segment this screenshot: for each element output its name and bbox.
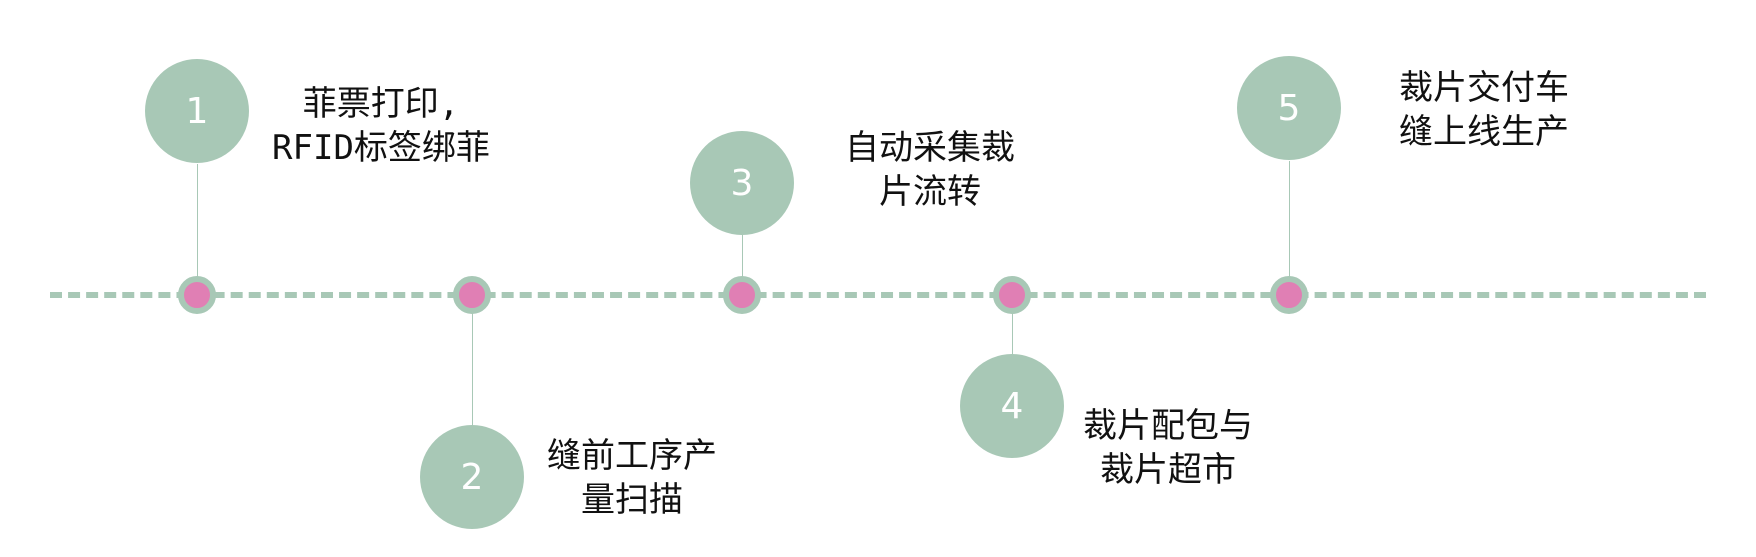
step-circle-4: 4 (960, 354, 1064, 458)
step-label-5-line-1: 裁片交付车 (1399, 68, 1569, 108)
step-label-2-line-1: 缝前工序产 (547, 436, 717, 476)
step-label-5-line-2: 缝上线生产 (1399, 112, 1569, 152)
step-circle-3: 3 (690, 131, 794, 235)
step-label-1-line-2: RFID标签绑菲 (272, 128, 490, 168)
step-circle-2: 2 (420, 425, 524, 529)
step-circle-1: 1 (145, 59, 249, 163)
step-label-3: 自动采集裁 片流转 (845, 126, 1015, 214)
step-label-4: 裁片配包与 裁片超市 (1083, 404, 1253, 492)
connector-5 (1289, 161, 1290, 292)
timeline-dot-1 (178, 276, 216, 314)
step-label-3-line-2: 片流转 (879, 172, 981, 212)
step-label-3-line-1: 自动采集裁 (845, 128, 1015, 168)
timeline-dot-3 (723, 276, 761, 314)
step-label-5: 裁片交付车 缝上线生产 (1399, 66, 1569, 154)
step-circle-5: 5 (1237, 56, 1341, 160)
timeline-dot-4 (993, 276, 1031, 314)
step-label-4-line-1: 裁片配包与 (1083, 406, 1253, 446)
step-label-2: 缝前工序产 量扫描 (547, 434, 717, 522)
step-label-1: 菲票打印, RFID标签绑菲 (272, 82, 490, 170)
timeline-dot-5 (1270, 276, 1308, 314)
timeline-dot-2 (453, 276, 491, 314)
timeline-dashed-line (50, 292, 1706, 298)
connector-2 (472, 292, 473, 428)
step-label-4-line-2: 裁片超市 (1100, 450, 1236, 490)
step-label-1-line-1: 菲票打印, (302, 84, 460, 124)
connector-3 (742, 234, 743, 292)
connector-1 (197, 164, 198, 292)
step-label-2-line-2: 量扫描 (581, 480, 683, 520)
connector-4 (1012, 292, 1013, 355)
